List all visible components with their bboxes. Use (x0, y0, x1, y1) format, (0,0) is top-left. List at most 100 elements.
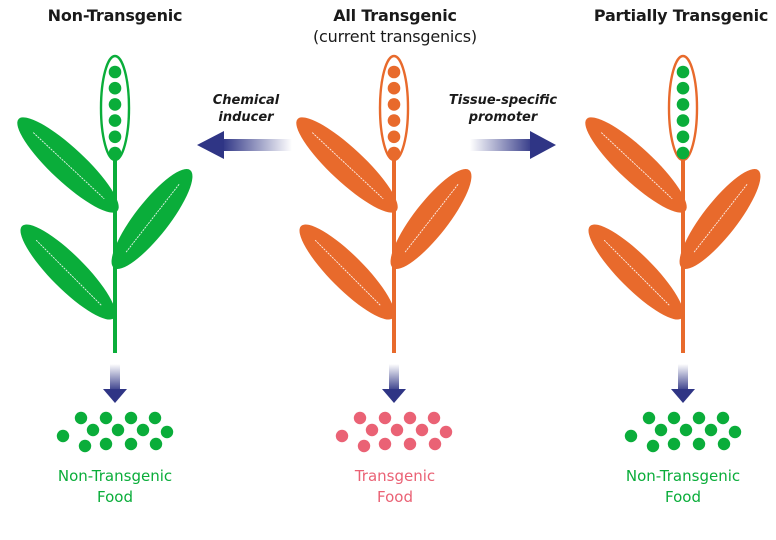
panel-title-partially-transgenic: Partially Transgenic (593, 6, 769, 25)
spike-seed (108, 98, 122, 111)
leaf (679, 169, 761, 269)
food-seed (353, 411, 367, 425)
plant-all-transgenic (296, 54, 472, 453)
food-seed (74, 411, 88, 425)
food-seed (111, 423, 125, 437)
food-seed (427, 411, 441, 425)
food-seed (99, 437, 113, 451)
down-arrow (671, 364, 695, 403)
food-seed (136, 423, 150, 437)
food-seed (642, 411, 656, 425)
plant-partially-transgenic (585, 54, 761, 453)
food-label-non-transgenic: Non-Transgenic Food (40, 466, 190, 508)
food-seed (692, 437, 706, 451)
spike-seed (387, 146, 401, 160)
stem (392, 158, 396, 353)
food-seed (667, 411, 681, 425)
panel-subtitle-all-transgenic: (current transgenics) (313, 27, 477, 46)
food-seed-cluster (335, 411, 453, 453)
food-label-line1: Non-Transgenic (625, 467, 741, 485)
spike-seed (676, 130, 690, 144)
food-label-line2: Food (377, 488, 413, 506)
chemical-inducer-line2: inducer (218, 110, 274, 125)
food-seed (415, 423, 429, 437)
spike-seed (108, 81, 122, 95)
leaf (299, 224, 395, 320)
spike-seed (676, 114, 690, 127)
food-seed (646, 439, 660, 453)
food-seed (667, 437, 681, 451)
food-seed (704, 423, 718, 437)
food-label-line2: Food (97, 488, 133, 506)
tissue-specific-promoter-arrow (470, 131, 556, 159)
down-arrow (382, 364, 406, 403)
panel-title-non-transgenic: Non-Transgenic (47, 6, 183, 25)
food-seed (124, 437, 138, 451)
food-seed (403, 411, 417, 425)
food-seed (124, 411, 138, 425)
food-seed (365, 423, 379, 437)
spike-seed (108, 114, 122, 127)
food-seed (357, 439, 371, 453)
spike-seed (387, 65, 401, 79)
food-seed (403, 437, 417, 451)
food-label-partially-transgenic: Non-Transgenic Food (608, 466, 758, 508)
panel-title-all-transgenic: All Transgenic (333, 6, 457, 25)
food-seed (716, 411, 730, 425)
spike-seed (387, 130, 401, 144)
food-seed (86, 423, 100, 437)
food-seed (692, 411, 706, 425)
food-seed (390, 423, 404, 437)
spike-seed (676, 81, 690, 95)
tissue-specific-promoter-line2: promoter (468, 110, 538, 125)
food-seed (378, 411, 392, 425)
food-seed (78, 439, 92, 453)
food-seed (160, 425, 174, 439)
food-seed (439, 425, 453, 439)
food-seed (148, 411, 162, 425)
tissue-specific-promoter-label: Tissue-specific promoter (438, 92, 568, 126)
spike-seed (676, 98, 690, 111)
stem (113, 158, 117, 353)
food-seed (378, 437, 392, 451)
food-label-line1: Transgenic (354, 467, 436, 485)
chemical-inducer-arrow (197, 131, 292, 159)
spike-seed (676, 146, 690, 160)
leaf (588, 224, 684, 320)
food-seed (728, 425, 742, 439)
chemical-inducer-line1: Chemical (212, 93, 280, 108)
food-seed-cluster (624, 411, 742, 453)
food-label-line1: Non-Transgenic (57, 467, 173, 485)
leaf (20, 224, 116, 320)
leaf (585, 117, 687, 213)
food-seed-cluster (56, 411, 174, 453)
spike-seed (108, 65, 122, 79)
food-seed (99, 411, 113, 425)
spike-seed (108, 130, 122, 144)
food-seed (335, 429, 349, 443)
food-seed (624, 429, 638, 443)
spike-seed (387, 114, 401, 127)
food-seed (56, 429, 70, 443)
chemical-inducer-label: Chemical inducer (196, 92, 296, 126)
leaf (111, 169, 193, 269)
leaf (17, 117, 119, 213)
spike-seed (387, 81, 401, 95)
food-seed (149, 437, 163, 451)
food-seed (654, 423, 668, 437)
food-label-line2: Food (665, 488, 701, 506)
tissue-specific-promoter-line1: Tissue-specific (448, 93, 558, 108)
leaf (390, 169, 472, 269)
food-seed (679, 423, 693, 437)
leaf (296, 117, 398, 213)
spike-seed (108, 146, 122, 160)
plant-non-transgenic (17, 54, 193, 453)
food-seed (717, 437, 731, 451)
food-label-transgenic: Transgenic Food (320, 466, 470, 508)
spike-seed (676, 65, 690, 79)
food-seed (428, 437, 442, 451)
spike-seed (387, 98, 401, 111)
down-arrow (103, 364, 127, 403)
stem (681, 158, 685, 353)
